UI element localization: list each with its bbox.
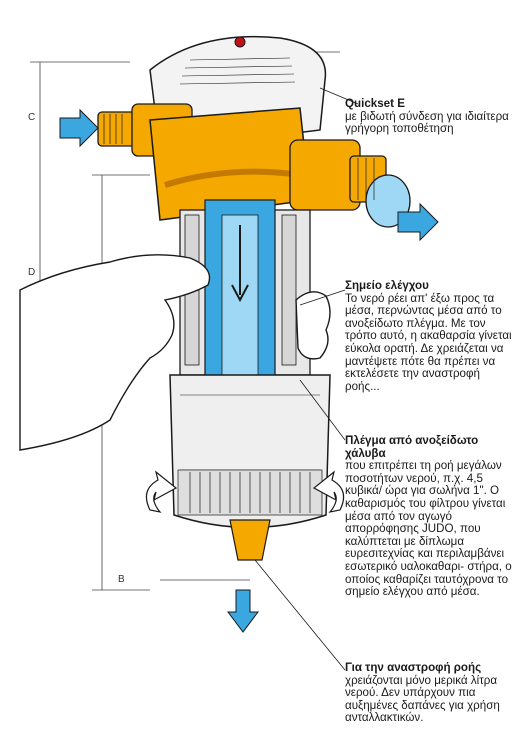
callout-inspection-point: Σημείο ελέγχου Το νερό ρέει απ' έξω προς… [345, 279, 513, 393]
bowl-knurled-ring [177, 469, 323, 516]
callout-quickset: Quickset E με βιδωτή σύνδεση για ιδιαίτε… [345, 97, 513, 136]
callout-heading: Για την αναστροφή ροής [345, 661, 482, 674]
dim-label-c: C [28, 112, 35, 123]
callout-heading: Quickset E [345, 97, 405, 110]
indicator-red-dot [234, 36, 246, 48]
drain-arrow [227, 589, 259, 633]
leader-lines [254, 87, 359, 671]
callout-heading: Πλέγμα από ανοξείδωτο χάλυβα [345, 434, 479, 460]
callout-stainless-mesh: Πλέγμα από ανοξείδωτο χάλυβα που επιτρέπ… [345, 434, 513, 599]
callout-body: χρειάζονται μόνο μερικά λίτρα νερού. Δεν… [345, 673, 500, 725]
callout-heading: Σημείο ελέγχου [345, 279, 429, 292]
callout-body: που επιτρέπει τη ροή μεγάλων ποσοτήτων ν… [345, 459, 512, 599]
right-hand [295, 291, 331, 360]
drain-nozzle [229, 519, 271, 561]
left-hand [19, 254, 211, 451]
rotate-arrow-left-icon [145, 470, 178, 513]
dim-label-d: D [28, 267, 35, 278]
callout-body: Το νερό ρέει απ' έξω προς τα μέσα, περνώ… [345, 291, 512, 393]
outlet-fitting [289, 139, 411, 228]
dim-label-b: B [118, 574, 125, 585]
rotate-arrow-right-icon [312, 470, 345, 513]
callout-body: με βιδωτή σύνδεση για ιδιαίτερα γρήγορη … [345, 109, 509, 136]
callout-backwash: Για την αναστροφή ροής χρειάζονται μόνο … [345, 661, 513, 725]
inlet-arrow [59, 108, 99, 148]
filter-cutaway [179, 199, 311, 391]
outlet-arrow [397, 202, 439, 242]
